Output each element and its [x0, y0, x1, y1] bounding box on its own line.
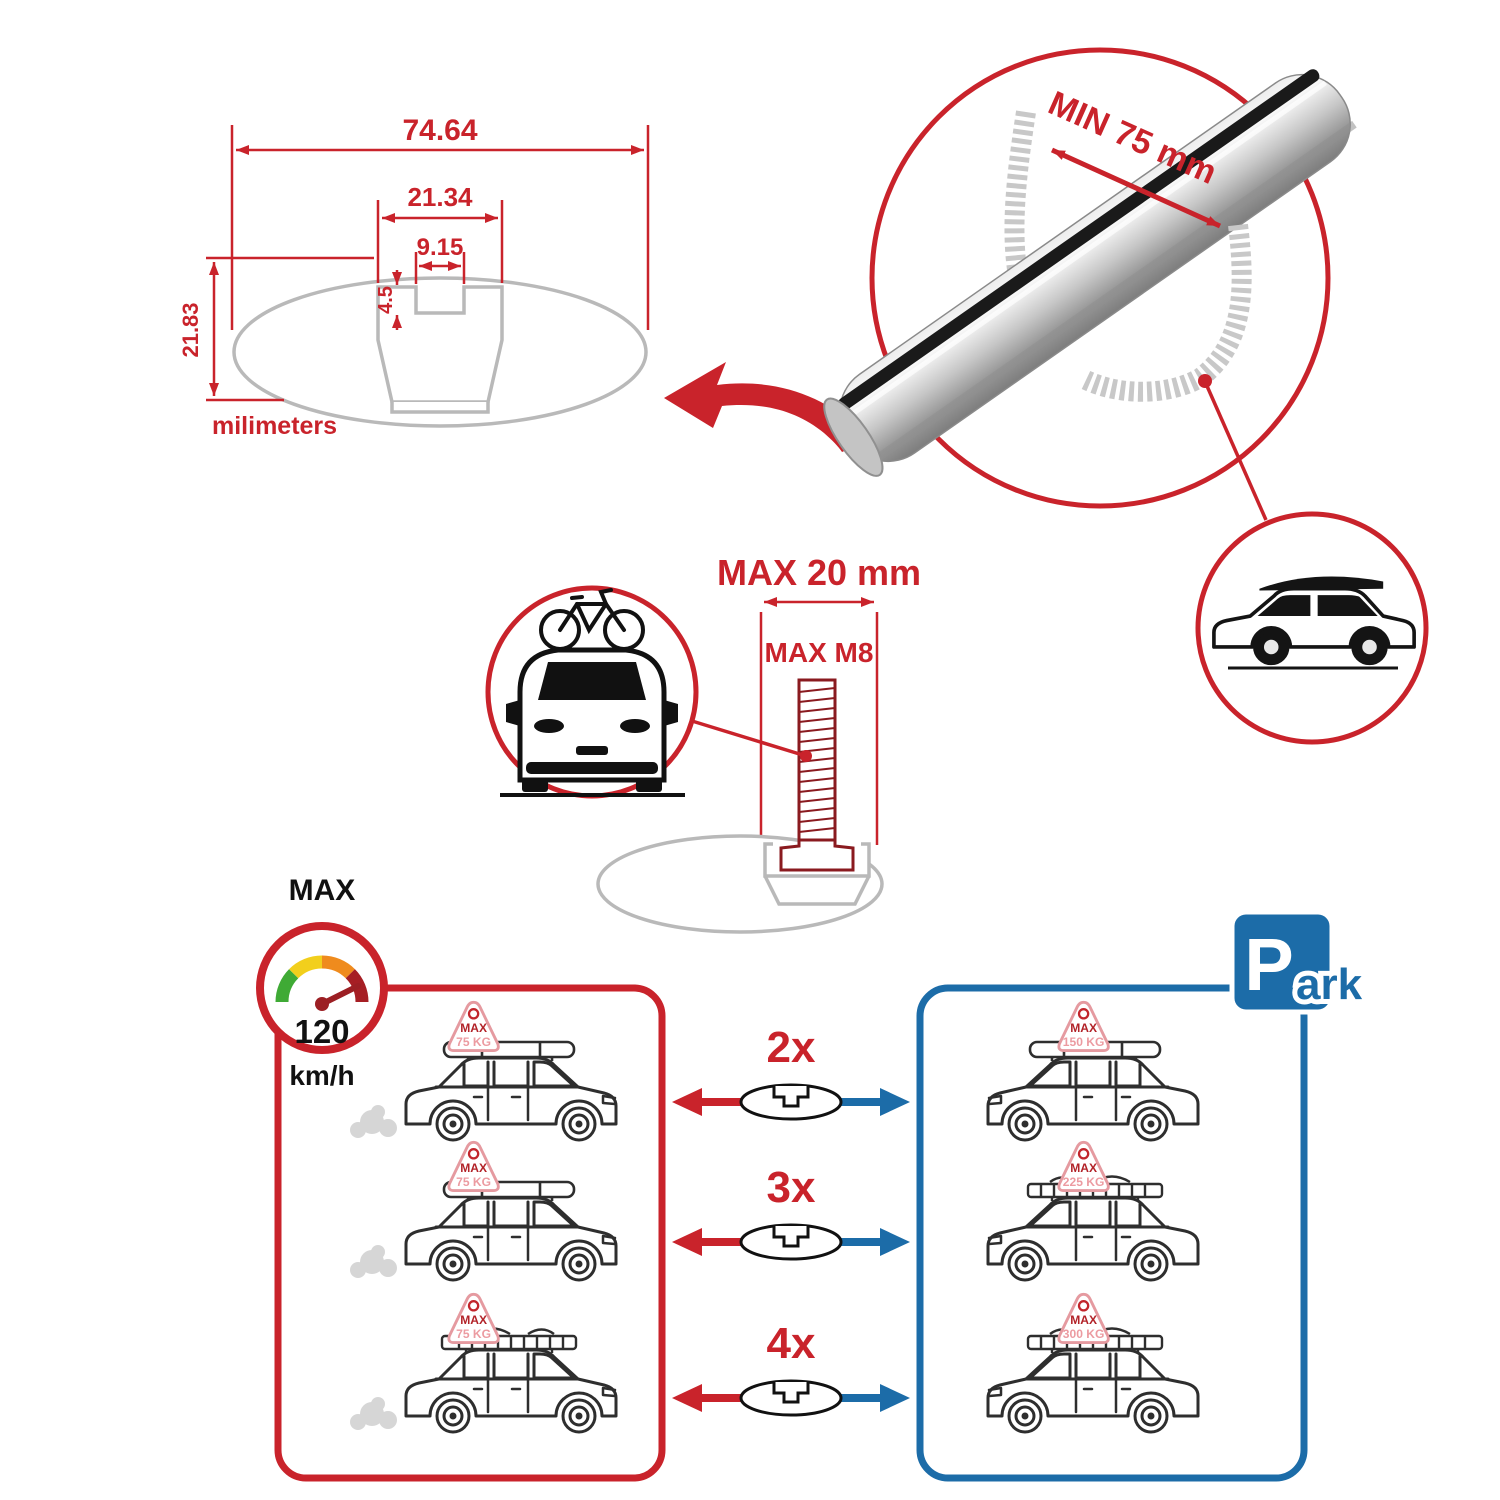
- units-label: milimeters: [212, 412, 337, 440]
- multiplier-label: 3x: [767, 1163, 816, 1212]
- sign-max-label: MAX: [1070, 1021, 1097, 1035]
- car-front-icon: [500, 647, 685, 797]
- sign-load-label: 75 KG: [456, 1035, 491, 1049]
- clamp-strap-left: [1004, 110, 1040, 322]
- multiplier-row-2: 3x: [672, 1163, 910, 1261]
- bolt-callout-line: [691, 719, 807, 758]
- multiplier-label: 2x: [767, 1023, 816, 1072]
- driving-car-3: [350, 1327, 618, 1434]
- arrow-left: [672, 1384, 702, 1412]
- parking-sign-square: [1229, 909, 1335, 1015]
- load-sign-parked-3: MAX 300 KG: [1057, 1292, 1110, 1345]
- profile-ellipse: [232, 276, 648, 428]
- multiplier-label: 4x: [767, 1319, 816, 1368]
- arrow-left: [672, 1088, 702, 1116]
- detail-circle: [869, 47, 1331, 509]
- driving-car-2: [350, 1180, 618, 1282]
- sign-max-label: MAX: [460, 1021, 487, 1035]
- max-thread-label: MAX M8: [765, 637, 874, 668]
- multiplier-row-1: 2x: [672, 1023, 910, 1121]
- speed-gauge: MAX 120 km/h: [256, 874, 388, 1091]
- sign-max-label: MAX: [1070, 1313, 1097, 1327]
- sign-load-label: 300 KG: [1063, 1327, 1105, 1341]
- crossbar-profile-icon: [739, 1379, 843, 1417]
- load-sign-driving-2: MAX 75 KG: [447, 1140, 500, 1193]
- callout-line: [1205, 385, 1268, 521]
- dim-total-width: 74.64: [402, 114, 477, 147]
- arrow-right: [880, 1228, 910, 1256]
- load-sign-driving-3: MAX 75 KG: [447, 1292, 500, 1345]
- gauge-value: 120: [294, 1013, 349, 1050]
- pointer-arrow: [664, 362, 866, 452]
- multiplier-row-3: 4x: [672, 1319, 910, 1417]
- sign-load-label: 75 KG: [456, 1175, 491, 1189]
- dim-profile-height: 21.83: [178, 302, 203, 357]
- max-width-label: MAX 20 mm: [717, 552, 921, 593]
- crossbar-profile-icon: [739, 1223, 843, 1261]
- parking-sign-p: P: [1244, 923, 1293, 1006]
- driving-car-1: [350, 1040, 618, 1142]
- crossbar-profile-icon: [739, 1083, 843, 1121]
- gauge-ring: [256, 922, 388, 1054]
- sign-max-label: MAX: [460, 1161, 487, 1175]
- parking-sign: P ark: [1229, 909, 1368, 1015]
- gauge-title: MAX: [289, 874, 356, 907]
- min-span-label: MIN 75 mm: [1043, 84, 1222, 192]
- arrow-left: [672, 1228, 702, 1256]
- sign-load-label: 225 KG: [1063, 1175, 1105, 1189]
- callout-dot: [1198, 374, 1212, 388]
- dim-slot-outer: 21.34: [407, 182, 473, 212]
- profile-dimension-drawing: 74.64 21.34 9.15 4.5 21.83 milimeters: [178, 114, 650, 440]
- arrow-right: [880, 1384, 910, 1412]
- parking-sign-ark: ark: [1296, 960, 1363, 1009]
- load-sign-driving-1: MAX 75 KG: [447, 1000, 500, 1053]
- t-bolt: [779, 678, 855, 872]
- sign-load-label: 150 KG: [1063, 1035, 1105, 1049]
- bike-car-thumbnail: [485, 585, 699, 799]
- bolt-diagram: MAX 20 mm MAX M8: [596, 552, 921, 934]
- gauge-unit: km/h: [289, 1060, 354, 1091]
- crossbar-detail: MIN 75 mm: [823, 47, 1357, 521]
- dim-slot-inner: 9.15: [417, 234, 464, 261]
- min-span-arrow: [1050, 147, 1222, 229]
- profile-t-slot: [376, 285, 504, 404]
- load-sign-parked-1: MAX 150 KG: [1057, 1000, 1110, 1053]
- load-sign-parked-2: MAX 225 KG: [1057, 1140, 1110, 1193]
- max-width-extension-lines: [759, 612, 879, 845]
- sign-max-label: MAX: [460, 1313, 487, 1327]
- sign-load-label: 75 KG: [456, 1327, 491, 1341]
- dim-lip-height: 4.5: [375, 286, 397, 314]
- sign-max-label: MAX: [1070, 1161, 1097, 1175]
- arrow-right: [880, 1088, 910, 1116]
- suv-roofbox-thumbnail: [1195, 511, 1429, 745]
